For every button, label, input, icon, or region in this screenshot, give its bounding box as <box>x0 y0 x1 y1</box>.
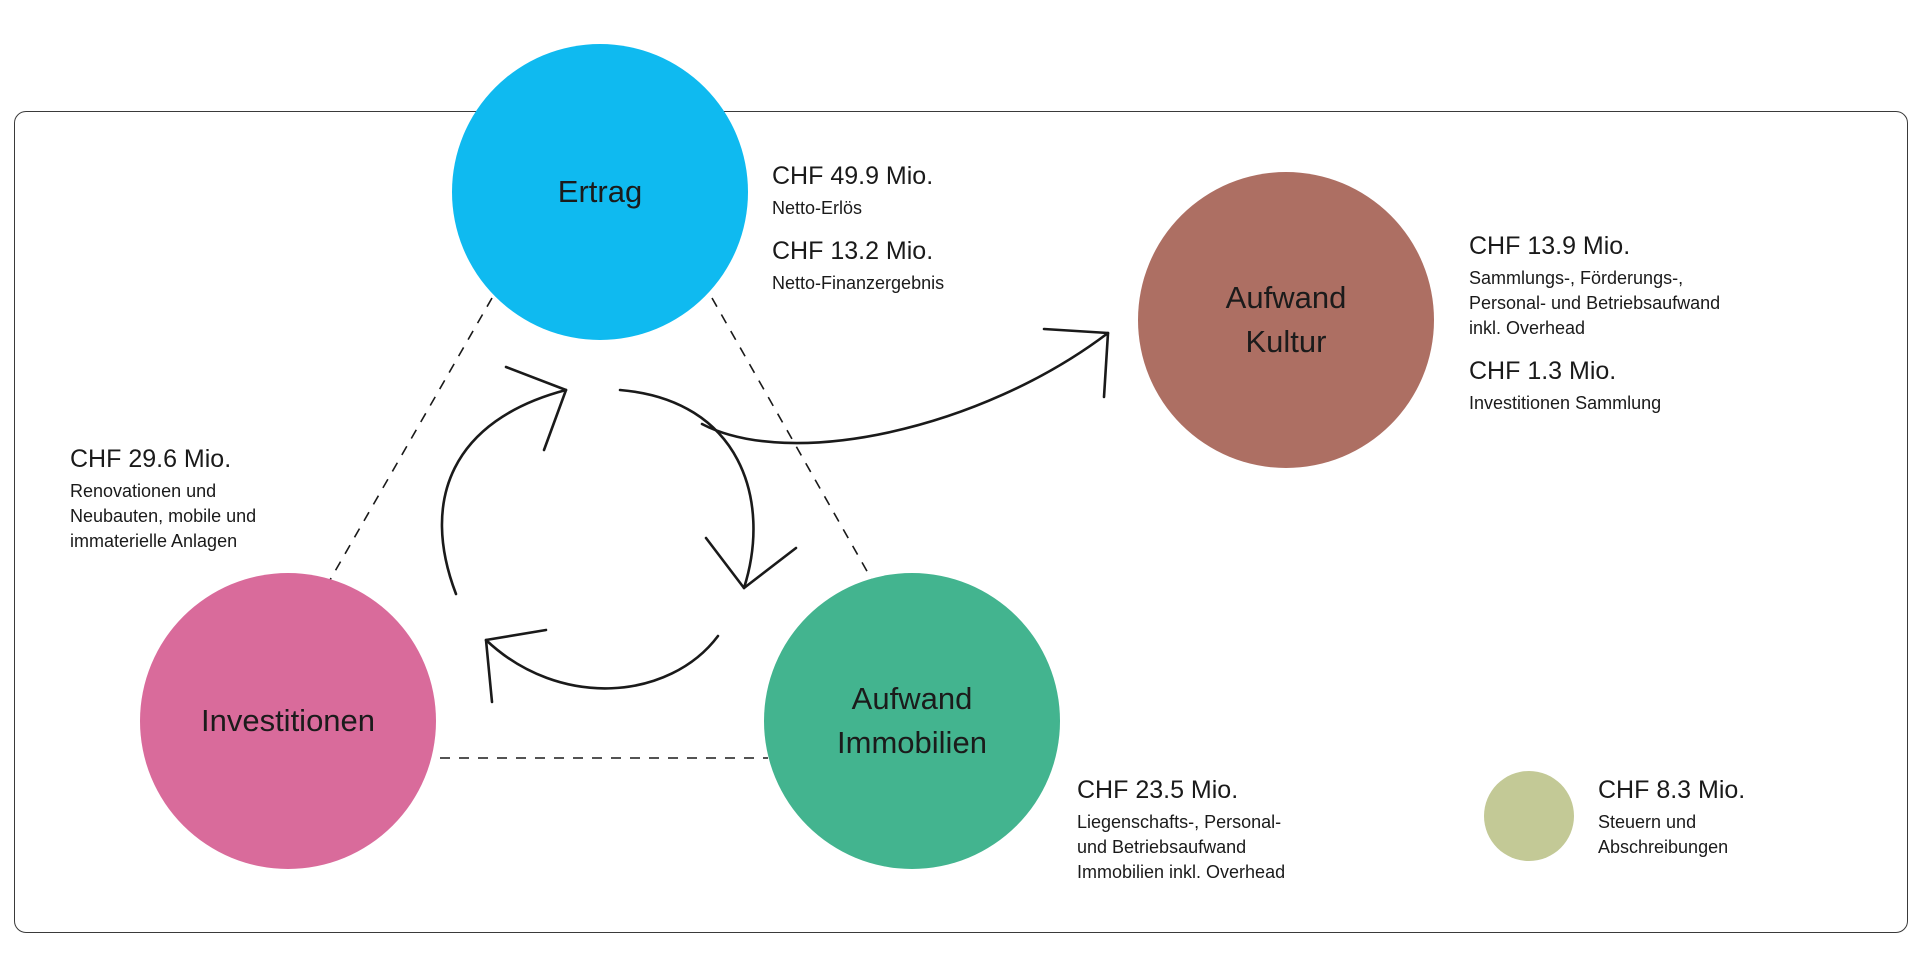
node-ertrag: Ertrag <box>452 44 748 340</box>
cycle-arrow-immobilien-to-investitionen <box>484 634 720 690</box>
annotation-ertrag: CHF 49.9 Mio. Netto-Erlös CHF 13.2 Mio. … <box>772 160 944 296</box>
amount-netto-finanzergebnis: CHF 13.2 Mio. <box>772 237 934 265</box>
amount-steuern: CHF 8.3 Mio. <box>1598 776 1746 804</box>
amount-immobilien: CHF 23.5 Mio. <box>1077 776 1239 804</box>
node-aufwand-immobilien: Aufwand Immobilien <box>764 573 1060 869</box>
flow-arrow-to-kultur <box>700 331 1110 445</box>
node-investitionen-label: Investitionen <box>200 703 376 738</box>
node-aufwand-kultur-label: Aufwand Kultur <box>1225 280 1347 359</box>
desc-investitionen: Renovationen und Neubauten, mobile und i… <box>70 481 257 551</box>
cycle-arrow-ertrag-to-immobilien <box>618 388 755 590</box>
flow-arrowhead-kultur-icon <box>1042 327 1110 399</box>
desc-investitionen-sammlung: Investitionen Sammlung <box>1469 393 1662 413</box>
desc-immobilien: Liegenschafts-, Personal- und Betriebsau… <box>1077 812 1286 882</box>
diagram-frame <box>14 111 1908 933</box>
annotation-steuern: CHF 8.3 Mio. Steuern und Abschreibungen <box>1598 774 1745 860</box>
node-steuern-abschreibungen <box>1484 771 1574 861</box>
cycle-arrowhead-right-icon <box>704 536 798 590</box>
cycle-arrow-investitionen-to-ertrag <box>440 388 568 596</box>
annotation-immobilien: CHF 23.5 Mio. Liegenschafts-, Personal- … <box>1077 774 1285 885</box>
desc-kultur-aufwand: Sammlungs-, Förderungs-, Personal- und B… <box>1469 268 1721 338</box>
dashed-connector-ertrag-investitionen <box>329 297 493 581</box>
amount-investitionen: CHF 29.6 Mio. <box>70 445 232 473</box>
desc-netto-finanzergebnis: Netto-Finanzergebnis <box>772 273 945 293</box>
desc-netto-erloes: Netto-Erlös <box>772 198 863 218</box>
node-ertrag-label: Ertrag <box>557 174 643 209</box>
dashed-connector-ertrag-immobilien <box>711 297 873 581</box>
amount-kultur-aufwand: CHF 13.9 Mio. <box>1469 232 1631 260</box>
annotation-kultur: CHF 13.9 Mio. Sammlungs-, Förderungs-, P… <box>1469 230 1720 416</box>
node-investitionen: Investitionen <box>140 573 436 869</box>
cycle-arrowhead-top-icon <box>504 365 568 452</box>
cycle-arrowhead-bottom-icon <box>484 628 548 704</box>
amount-investitionen-sammlung: CHF 1.3 Mio. <box>1469 357 1617 385</box>
desc-steuern: Steuern und Abschreibungen <box>1598 812 1729 857</box>
amount-netto-erloes: CHF 49.9 Mio. <box>772 162 934 190</box>
node-aufwand-immobilien-label: Aufwand Immobilien <box>837 681 987 760</box>
node-aufwand-kultur: Aufwand Kultur <box>1138 172 1434 468</box>
annotation-investitionen: CHF 29.6 Mio. Renovationen und Neubauten… <box>70 443 256 554</box>
